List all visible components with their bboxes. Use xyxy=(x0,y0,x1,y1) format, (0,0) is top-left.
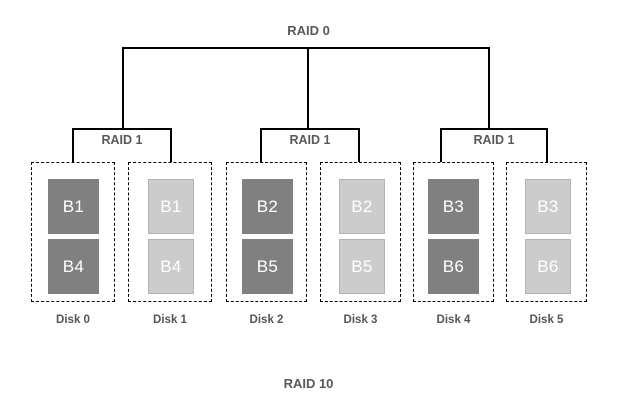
disk-label-5: Disk 5 xyxy=(529,314,564,326)
block-disk3-0[interactable]: B2 xyxy=(339,179,385,234)
block-disk0-1[interactable]: B4 xyxy=(48,239,99,294)
block-disk5-0[interactable]: B3 xyxy=(525,179,571,234)
raid0-horizontal-bus xyxy=(122,47,490,49)
disk-label-4: Disk 4 xyxy=(436,314,471,326)
raid10-title: RAID 10 xyxy=(283,376,334,391)
block-disk2-1[interactable]: B5 xyxy=(242,239,293,294)
disk-label-0: Disk 0 xyxy=(56,314,90,326)
block-disk1-1[interactable]: B4 xyxy=(148,239,194,294)
disk-label-3: Disk 3 xyxy=(343,314,378,326)
disk-container-1[interactable]: B1 B4 xyxy=(128,162,212,302)
disk-label-2: Disk 2 xyxy=(249,314,284,326)
raid1-label-2: RAID 1 xyxy=(289,133,331,147)
disk-container-0[interactable]: B1 B4 xyxy=(31,162,115,302)
block-disk4-1[interactable]: B6 xyxy=(428,239,479,294)
disk-container-2[interactable]: B2 B5 xyxy=(226,162,307,302)
raid1-label-1: RAID 1 xyxy=(101,133,143,147)
raid0-branch-right xyxy=(488,47,490,130)
raid1-bracket-right-leg-3 xyxy=(546,128,548,163)
raid1-bracket-bus-1 xyxy=(72,128,172,130)
disk-container-3[interactable]: B2 B5 xyxy=(320,162,401,302)
raid1-bracket-left-leg-2 xyxy=(260,128,262,163)
raid1-label-3: RAID 1 xyxy=(473,133,515,147)
raid0-title: RAID 0 xyxy=(287,23,330,38)
raid1-bracket-left-leg-3 xyxy=(440,128,442,163)
block-disk4-0[interactable]: B3 xyxy=(428,179,479,234)
block-disk3-1[interactable]: B5 xyxy=(339,239,385,294)
block-disk1-0[interactable]: B1 xyxy=(148,179,194,234)
raid0-branch-left xyxy=(122,47,124,130)
block-disk5-1[interactable]: B6 xyxy=(525,239,571,294)
block-disk2-0[interactable]: B2 xyxy=(242,179,293,234)
block-disk0-0[interactable]: B1 xyxy=(48,179,99,234)
raid1-bracket-bus-3 xyxy=(440,128,548,130)
raid1-bracket-right-leg-1 xyxy=(170,128,172,163)
raid1-bracket-right-leg-2 xyxy=(358,128,360,163)
raid1-bracket-left-leg-1 xyxy=(72,128,74,163)
raid1-bracket-bus-2 xyxy=(260,128,360,130)
disk-container-5[interactable]: B3 B6 xyxy=(506,162,587,302)
raid0-branch-center xyxy=(307,47,309,130)
disk-label-1: Disk 1 xyxy=(153,314,187,326)
disk-container-4[interactable]: B3 B6 xyxy=(413,162,494,302)
